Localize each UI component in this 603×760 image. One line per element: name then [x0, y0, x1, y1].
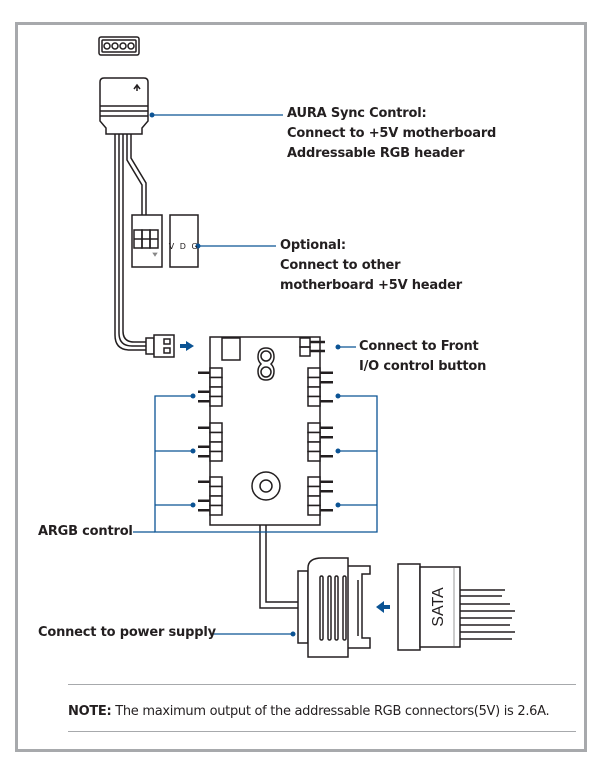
argb-control-label: ARGB control: [38, 524, 133, 539]
note-prefix: NOTE:: [68, 704, 112, 719]
right-argb-headers: [307, 367, 333, 516]
power-cable: [259, 525, 300, 609]
right-argb-header: [307, 476, 333, 516]
cable-bundle: [114, 134, 147, 351]
note-bottom-divider: [68, 731, 576, 732]
note-text: The maximum output of the addressable RG…: [111, 704, 550, 719]
power-supply-label: Connect to power supply: [38, 625, 216, 640]
argb-socket-face-icon: [98, 36, 140, 56]
aura-sync-label: AURA Sync Control: Connect to +5V mother…: [287, 104, 496, 164]
aura-sync-line-1: Connect to +5V motherboard: [287, 126, 497, 141]
left-argb-header: [198, 422, 223, 462]
front-io-label: Connect to Front I/O control button: [359, 337, 486, 377]
note-top-divider: [68, 684, 576, 685]
optional-line-2: motherboard +5V header: [280, 278, 462, 293]
aura-sync-line-2: Addressable RGB header: [287, 146, 465, 161]
vdg-header-icon: [169, 214, 199, 268]
right-argb-header: [307, 367, 333, 407]
splitter-header-icon: [131, 214, 163, 268]
right-argb-header: [307, 422, 333, 462]
left-argb-headers: [198, 367, 223, 516]
front-io-line-2: I/O control button: [359, 359, 487, 374]
leader-argb-control: [154, 395, 378, 533]
sata-label: SATA: [430, 587, 447, 627]
insert-arrow-right-icon: [180, 341, 194, 351]
sata-connector-icon: [397, 563, 515, 651]
note: NOTE: The maximum output of the addressa…: [68, 704, 550, 719]
optional-title: Optional:: [280, 238, 346, 253]
optional-label: Optional: Connect to other motherboard +…: [280, 236, 462, 296]
left-argb-header: [198, 476, 223, 516]
front-io-line-1: Connect to Front: [359, 339, 479, 354]
argb-plug-icon: [99, 77, 149, 135]
optional-line-1: Connect to other: [280, 258, 401, 273]
argb-hub-board: [209, 336, 325, 526]
jst-plug-icon: [145, 334, 175, 358]
diagram-frame: [15, 22, 587, 752]
aura-sync-title: AURA Sync Control:: [287, 106, 427, 121]
left-argb-header: [198, 367, 223, 407]
vdg-pin-label: V D G: [169, 242, 199, 251]
power-connector-icon: [297, 557, 371, 658]
insert-arrow-left-icon: [376, 601, 390, 613]
